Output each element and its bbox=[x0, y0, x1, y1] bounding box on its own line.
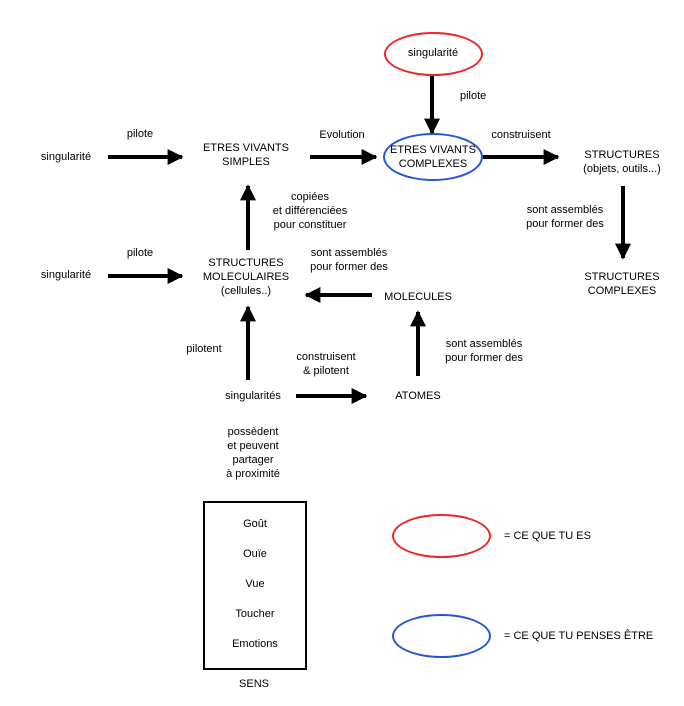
node-line: STRUCTURES bbox=[208, 257, 284, 269]
edge-label-line: pour former des bbox=[310, 261, 388, 273]
edge-label-line: sont assemblés bbox=[310, 247, 388, 259]
node-line: STRUCTURES bbox=[584, 149, 660, 161]
node-singularite-top: singularité bbox=[407, 47, 459, 59]
sens-box: Goût Ouïe Vue Toucher Emotions bbox=[203, 501, 307, 670]
edge-label-assembles-molecules: sont assemblés pour former des bbox=[310, 246, 388, 274]
edge-label-assembles-structures: sont assemblés pour former des bbox=[526, 203, 604, 231]
edge-label-line: et différenciées bbox=[272, 205, 348, 217]
edge-label-line: pour former des bbox=[526, 218, 604, 230]
edge-label-pilote-1: pilote bbox=[126, 128, 154, 140]
node-molecules: MOLECULES bbox=[384, 291, 452, 303]
node-line: (cellules..) bbox=[220, 285, 272, 297]
edge-label-line: possèdent bbox=[227, 426, 279, 438]
legend-label-perceived: = CE QUE TU PENSES ÊTRE bbox=[504, 630, 654, 642]
node-line: ETRES VIVANTS bbox=[203, 142, 289, 154]
node-line: SIMPLES bbox=[222, 156, 270, 168]
node-line: (objets, outils...) bbox=[583, 163, 661, 175]
edge-label-line: & pilotent bbox=[303, 365, 349, 377]
edge-label-possedent: possèdent et peuvent partager à proximit… bbox=[226, 425, 280, 481]
node-structures-complexes: STRUCTURES COMPLEXES bbox=[584, 270, 659, 298]
edge-label-pilotent: pilotent bbox=[186, 343, 222, 355]
edge-label-line: sont assemblés bbox=[526, 204, 604, 216]
node-etres-vivants-simples: ETRES VIVANTS SIMPLES bbox=[203, 141, 289, 169]
edge-label-line: construisent bbox=[296, 351, 356, 363]
sens-item-gout: Goût bbox=[243, 518, 267, 530]
legend-ellipse-self bbox=[392, 514, 491, 558]
edge-label-line: partager bbox=[232, 454, 274, 466]
edge-label-line: à proximité bbox=[226, 468, 280, 480]
node-structures: STRUCTURES (objets, outils...) bbox=[583, 148, 661, 176]
node-singularites: singularités bbox=[225, 390, 281, 402]
node-line: COMPLEXES bbox=[587, 285, 657, 297]
ellipse-self-singularite bbox=[384, 32, 483, 76]
node-line: STRUCTURES bbox=[584, 271, 660, 283]
edge-label-line: sont assemblés bbox=[445, 338, 523, 350]
legend-label-self: = CE QUE TU ES bbox=[504, 530, 591, 542]
node-atomes: ATOMES bbox=[395, 390, 441, 402]
legend-ellipse-perceived bbox=[392, 614, 491, 658]
node-etres-vivants-complexes: ETRES VIVANTS COMPLEXES bbox=[390, 143, 476, 171]
sens-item-toucher: Toucher bbox=[235, 608, 275, 620]
edge-label-pilote-top: pilote bbox=[460, 90, 487, 102]
node-structures-moleculaires: STRUCTURES MOLECULAIRES (cellules..) bbox=[203, 256, 289, 298]
edge-label-evolution: Evolution bbox=[319, 129, 365, 141]
edge-label-construisent: construisent bbox=[491, 129, 551, 141]
edge-label-copiees: copiées et différenciées pour constituer bbox=[273, 190, 347, 232]
sens-item-emotions: Emotions bbox=[232, 638, 278, 650]
edge-label-line: copiées bbox=[291, 191, 329, 203]
sens-label: SENS bbox=[239, 678, 269, 690]
node-line: COMPLEXES bbox=[398, 158, 468, 170]
edge-label-line: et peuvent bbox=[227, 440, 279, 452]
node-singularite-1: singularité bbox=[40, 151, 92, 163]
node-line: MOLECULAIRES bbox=[202, 271, 290, 283]
sens-item-vue: Vue bbox=[245, 578, 265, 590]
edge-label-line: pour former des bbox=[445, 352, 523, 364]
edge-label-pilote-2: pilote bbox=[126, 247, 154, 259]
sens-item-ouie: Ouïe bbox=[243, 548, 267, 560]
edge-label-line: pour constituer bbox=[273, 219, 347, 231]
node-line: ETRES VIVANTS bbox=[390, 144, 476, 156]
edge-label-construisent-pilotent: construisent & pilotent bbox=[296, 350, 355, 378]
edge-label-assembles-atomes: sont assemblés pour former des bbox=[445, 337, 523, 365]
ellipse-perceived-complexes bbox=[383, 133, 483, 181]
node-singularite-2: singularité bbox=[40, 269, 92, 281]
